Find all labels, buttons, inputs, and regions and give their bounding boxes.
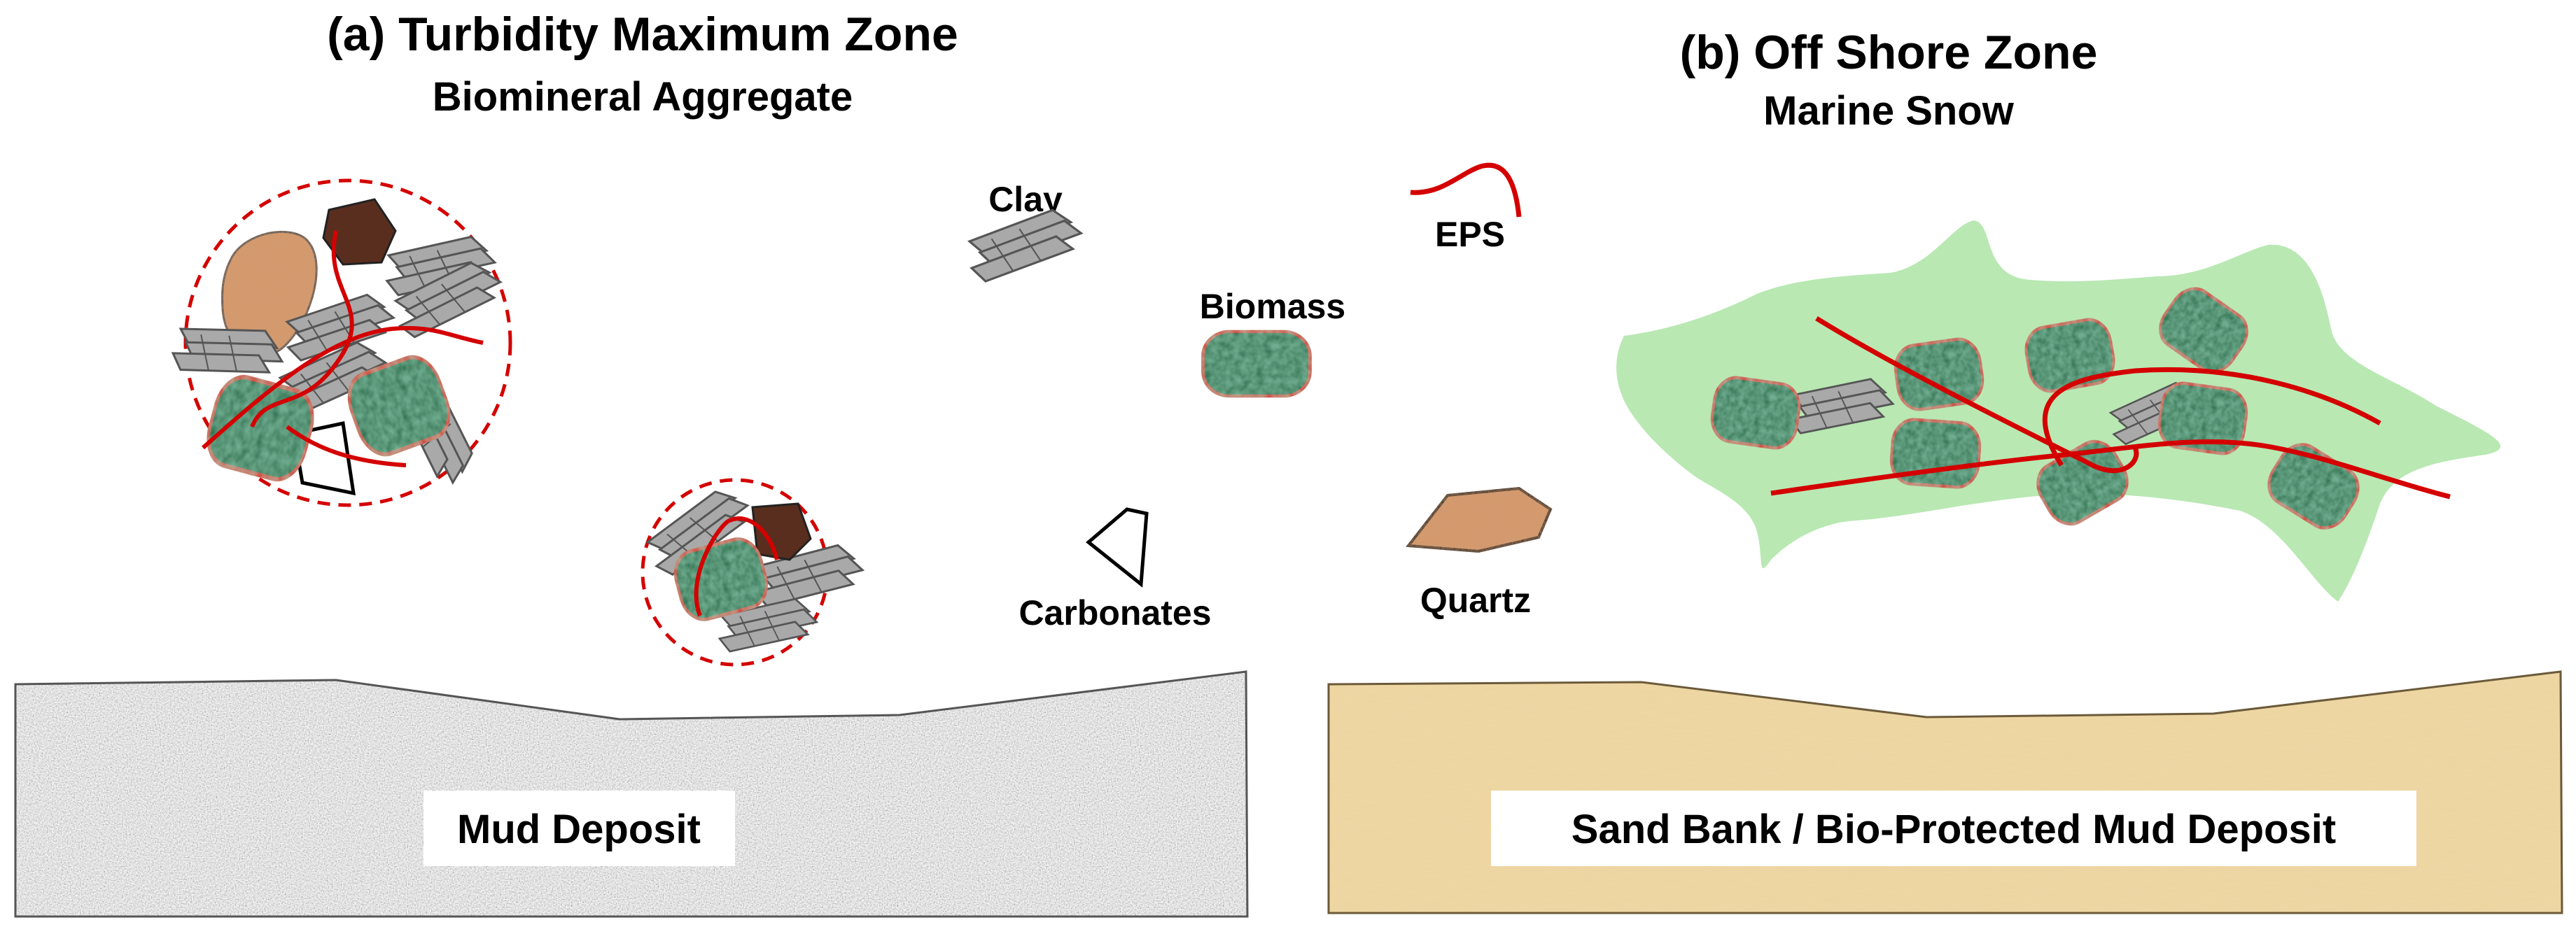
marine-snow-floc — [1616, 220, 2501, 602]
biomass-label: Biomass — [1200, 287, 1345, 326]
biomineral-aggregate-large — [169, 178, 512, 507]
eps-strand — [1410, 162, 1522, 218]
panel-a: (a) Turbidity Maximum Zone Biomineral Ag… — [14, 8, 1249, 918]
panel-a-subtitle: Biomineral Aggregate — [433, 74, 853, 120]
sand-deposit-label: Sand Bank / Bio-Protected Mud Deposit — [1572, 807, 2336, 852]
quartz-particle — [1406, 486, 1553, 553]
mud-deposit-label-box — [424, 791, 735, 866]
quartz-label: Quartz — [1420, 581, 1531, 620]
mud-deposit-label: Mud Deposit — [457, 807, 701, 852]
biomineral-aggregate-small — [638, 478, 867, 667]
biomass-cell — [1203, 332, 1310, 396]
legend: Clay EPS Biomass Carbonates Quartz — [961, 162, 1553, 632]
panel-b-subtitle: Marine Snow — [1763, 88, 2015, 134]
panel-b: (b) Off Shore Zone Marine Snow Sand Bank — [1327, 26, 2563, 914]
panel-a-title: (a) Turbidity Maximum Zone — [327, 8, 958, 61]
panel-b-title: (b) Off Shore Zone — [1680, 26, 2098, 79]
eps-label: EPS — [1435, 215, 1505, 254]
carbonates-label: Carbonates — [1018, 593, 1211, 632]
carbonate-particle — [1086, 507, 1149, 588]
marine-snow-eps — [1770, 316, 2451, 500]
sand-deposit-label-box — [1491, 791, 2416, 866]
